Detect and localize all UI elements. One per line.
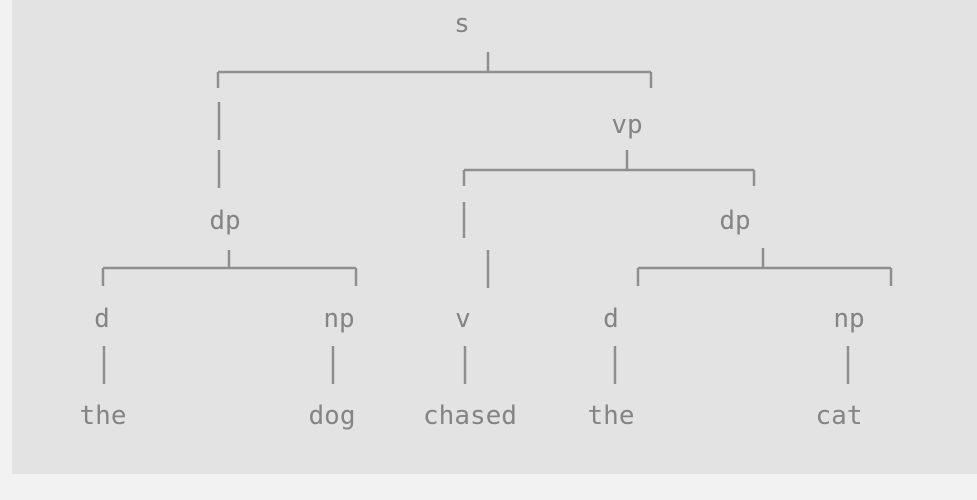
tree-connectors: [101, 52, 893, 384]
node-np-object: np: [833, 304, 864, 334]
syntax-tree-panel: s vp dp dp d np v d np the dog chased th…: [12, 0, 977, 474]
leaf-chased: chased: [423, 401, 517, 431]
tree-labels: s vp dp dp d np v d np the dog chased th…: [80, 9, 865, 431]
node-d-subject: d: [94, 304, 110, 334]
leaf-the-object: the: [588, 401, 635, 431]
node-np-subject: np: [323, 304, 354, 334]
node-v: v: [455, 304, 471, 334]
syntax-tree: s vp dp dp d np v d np the dog chased th…: [80, 9, 893, 431]
node-s: s: [454, 9, 470, 39]
leaf-the-subject: the: [80, 401, 127, 431]
leaf-dog: dog: [309, 401, 356, 431]
node-dp-subject: dp: [209, 206, 240, 236]
node-vp: vp: [611, 110, 642, 140]
leaf-cat: cat: [816, 401, 863, 431]
node-dp-object: dp: [719, 206, 750, 236]
node-d-object: d: [603, 304, 619, 334]
